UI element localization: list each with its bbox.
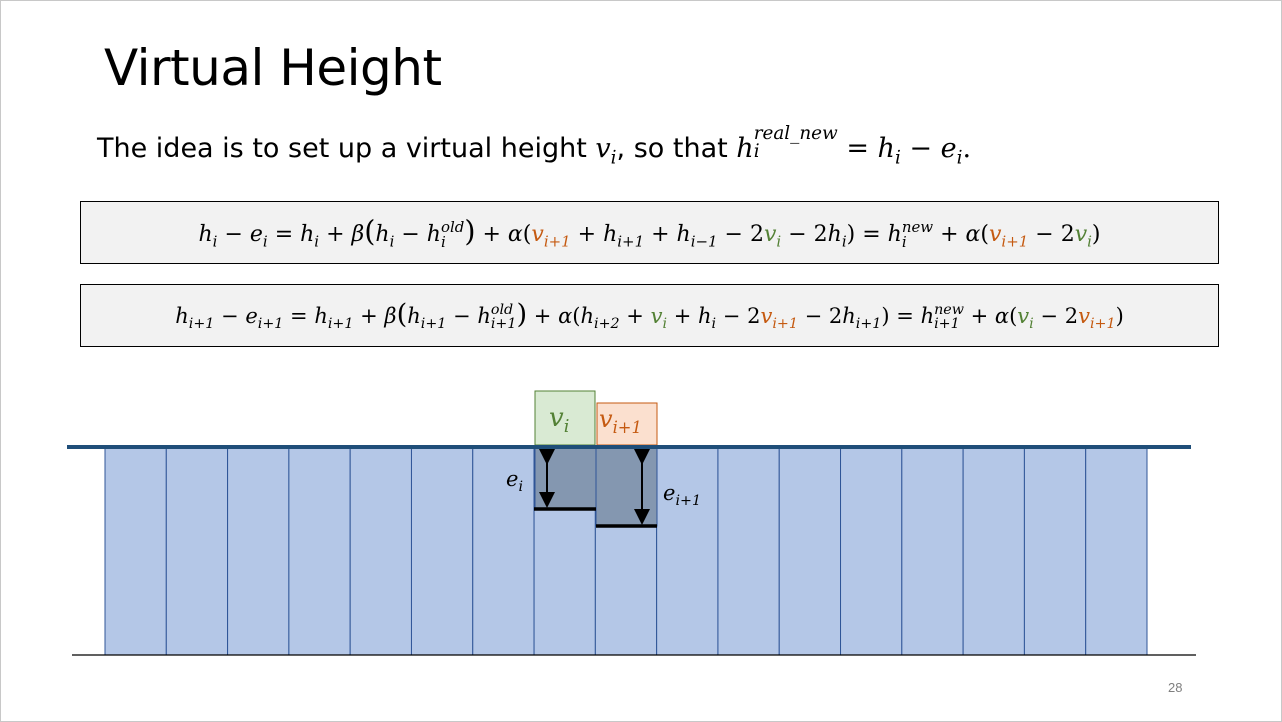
water-column: [349, 446, 412, 656]
water-column: [778, 446, 842, 656]
water-column: [1085, 446, 1148, 656]
water-column: [717, 446, 780, 656]
slide-title: Virtual Height: [104, 39, 442, 97]
intro-middle: , so that: [616, 132, 728, 164]
water-column: [901, 446, 964, 656]
water-column: [410, 446, 474, 656]
water-column: [227, 446, 290, 656]
water-column: [104, 446, 167, 656]
label-e-i1: ei+1: [663, 481, 702, 510]
label-e-i: ei: [506, 467, 523, 496]
deficit-block-i1: [595, 446, 658, 527]
water-column: [962, 446, 1025, 656]
page-number: 28: [1168, 680, 1183, 695]
water-column: [656, 446, 719, 656]
water-column: [165, 446, 229, 656]
water-column: [840, 446, 903, 656]
water-column: [1023, 446, 1087, 656]
water-column: [472, 446, 535, 656]
label-v-i1: vi+1: [599, 405, 642, 437]
water-column: [288, 446, 351, 656]
deficit-block-i: [534, 446, 597, 510]
label-v-i: vi: [549, 403, 570, 438]
intro-vi: vi: [595, 132, 617, 169]
intro-sentence: The idea is to set up a virtual height v…: [97, 123, 972, 169]
intro-text: The idea is to set up a virtual height: [97, 132, 587, 164]
